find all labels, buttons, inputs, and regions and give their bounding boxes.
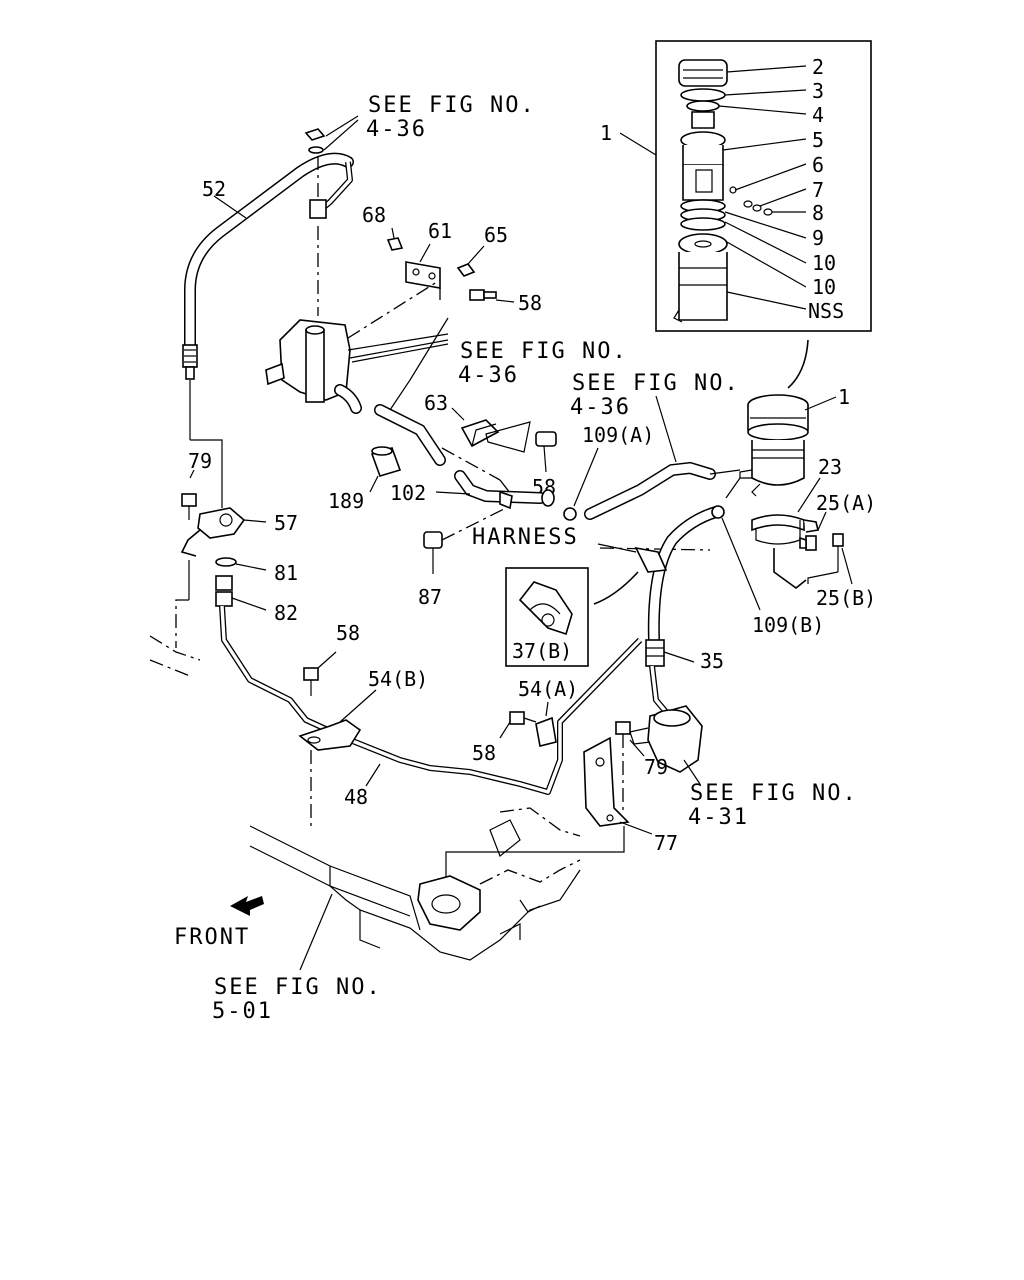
steering-gear-box xyxy=(629,705,703,785)
bolt-79-right: 79 xyxy=(615,721,668,812)
part-79-b: 79 xyxy=(644,755,668,779)
reservoir-inset: 2 3 4 5 6 7 8 9 10 10 NSS 1 xyxy=(600,40,872,389)
part-65: 65 xyxy=(484,223,508,247)
inset-frame xyxy=(655,40,872,332)
part-102: 102 xyxy=(390,481,426,505)
part-109b: 109(B) xyxy=(752,613,824,637)
part-77: 77 xyxy=(654,831,678,855)
reservoir-assembled: 1 xyxy=(739,385,850,497)
part-58-d: 58 xyxy=(472,741,496,765)
clamp-54b: 58 54(B) xyxy=(298,621,428,830)
part-25a: 25(A) xyxy=(816,491,876,515)
front-arrow-icon xyxy=(230,896,264,916)
front-label: FRONT xyxy=(174,925,250,950)
ref-4-31-line1: SEE FIG NO. xyxy=(690,781,858,806)
nut-top xyxy=(304,128,326,141)
pressure-hose-52: 52 xyxy=(182,152,354,380)
part-189: 189 xyxy=(328,489,364,513)
pressure-hose-35: 35 109(B) xyxy=(634,477,824,714)
bracket-77: 77 xyxy=(445,736,678,884)
bolt-87: 87 xyxy=(418,507,507,609)
part-63: 63 xyxy=(424,391,448,415)
part-54b: 54(B) xyxy=(368,667,428,691)
part-52: 52 xyxy=(202,177,226,201)
reservoir-cap-exploded xyxy=(673,59,773,323)
inset-part-9: 9 xyxy=(812,226,824,250)
part-58-a: 58 xyxy=(518,291,542,315)
inset-part-10a: 10 xyxy=(812,251,836,275)
part-87: 87 xyxy=(418,585,442,609)
return-pipe-48: 48 xyxy=(219,605,643,809)
clip-pointer-arrow xyxy=(593,571,639,605)
inset-part-6: 6 xyxy=(812,153,824,177)
washer-top xyxy=(308,146,324,154)
ref-4-31-line2: 4-31 xyxy=(688,805,749,830)
part-23: 23 xyxy=(818,455,842,479)
clamp-109a: 109(A) xyxy=(563,423,741,521)
inset-part-5: 5 xyxy=(812,128,824,152)
inset-part-10b: 10 xyxy=(812,275,836,299)
ref-5-01-line1: SEE FIG NO. xyxy=(214,975,382,1000)
part-1: 1 xyxy=(838,385,850,409)
part-81: 81 xyxy=(274,561,298,585)
part-58-c: 58 xyxy=(336,621,360,645)
inset-part-nss: NSS xyxy=(808,299,844,323)
inset-part-8: 8 xyxy=(812,201,824,225)
return-hose-102: 102 xyxy=(390,470,555,510)
inset-pointer-arrow xyxy=(787,339,809,389)
part-35: 35 xyxy=(700,649,724,673)
ref-4-36-right-line1: SEE FIG NO. xyxy=(572,371,740,396)
chassis-frame xyxy=(149,635,581,961)
inset-part-2: 2 xyxy=(812,55,824,79)
power-steering-pump xyxy=(265,226,449,414)
part-37b: 37(B) xyxy=(512,639,572,663)
ref-5-01-line2: 5-01 xyxy=(212,999,273,1024)
part-61: 61 xyxy=(428,219,452,243)
ref-4-36-top-line1: SEE FIG NO. xyxy=(368,93,536,118)
part-57: 57 xyxy=(274,511,298,535)
sleeve-189: 189 xyxy=(328,446,402,513)
reservoir-bracket: 23 25(A) 25(B) xyxy=(751,455,876,610)
part-25b: 25(B) xyxy=(816,586,876,610)
part-48: 48 xyxy=(344,785,368,809)
pump-bracket-61: 68 61 65 58 xyxy=(362,203,542,315)
inset-part-4: 4 xyxy=(812,103,824,127)
harness-label: HARNESS xyxy=(472,525,579,550)
ref-4-36-pump-line2: 4-36 xyxy=(458,363,519,388)
front-direction-indicator: FRONT xyxy=(174,896,264,950)
inset-callout-1: 1 xyxy=(600,121,612,145)
inset-part-7: 7 xyxy=(812,178,824,202)
ref-4-36-pump-line1: SEE FIG NO. xyxy=(460,339,628,364)
ref-4-36-right-line2: 4-36 xyxy=(570,395,631,420)
part-68: 68 xyxy=(362,203,386,227)
left-fittings: 79 57 81 82 xyxy=(175,380,298,648)
clip-inset-37b: 37(B) xyxy=(505,567,639,667)
part-79-a: 79 xyxy=(188,449,212,473)
part-54a: 54(A) xyxy=(518,677,578,701)
part-82: 82 xyxy=(274,601,298,625)
ref-4-36-top-line2: 4-36 xyxy=(366,117,427,142)
part-109a: 109(A) xyxy=(582,423,654,447)
bracket-63: 63 58 xyxy=(424,391,557,499)
clamp-54a: 54(A) 58 xyxy=(472,677,578,765)
inset-part-3: 3 xyxy=(812,79,824,103)
